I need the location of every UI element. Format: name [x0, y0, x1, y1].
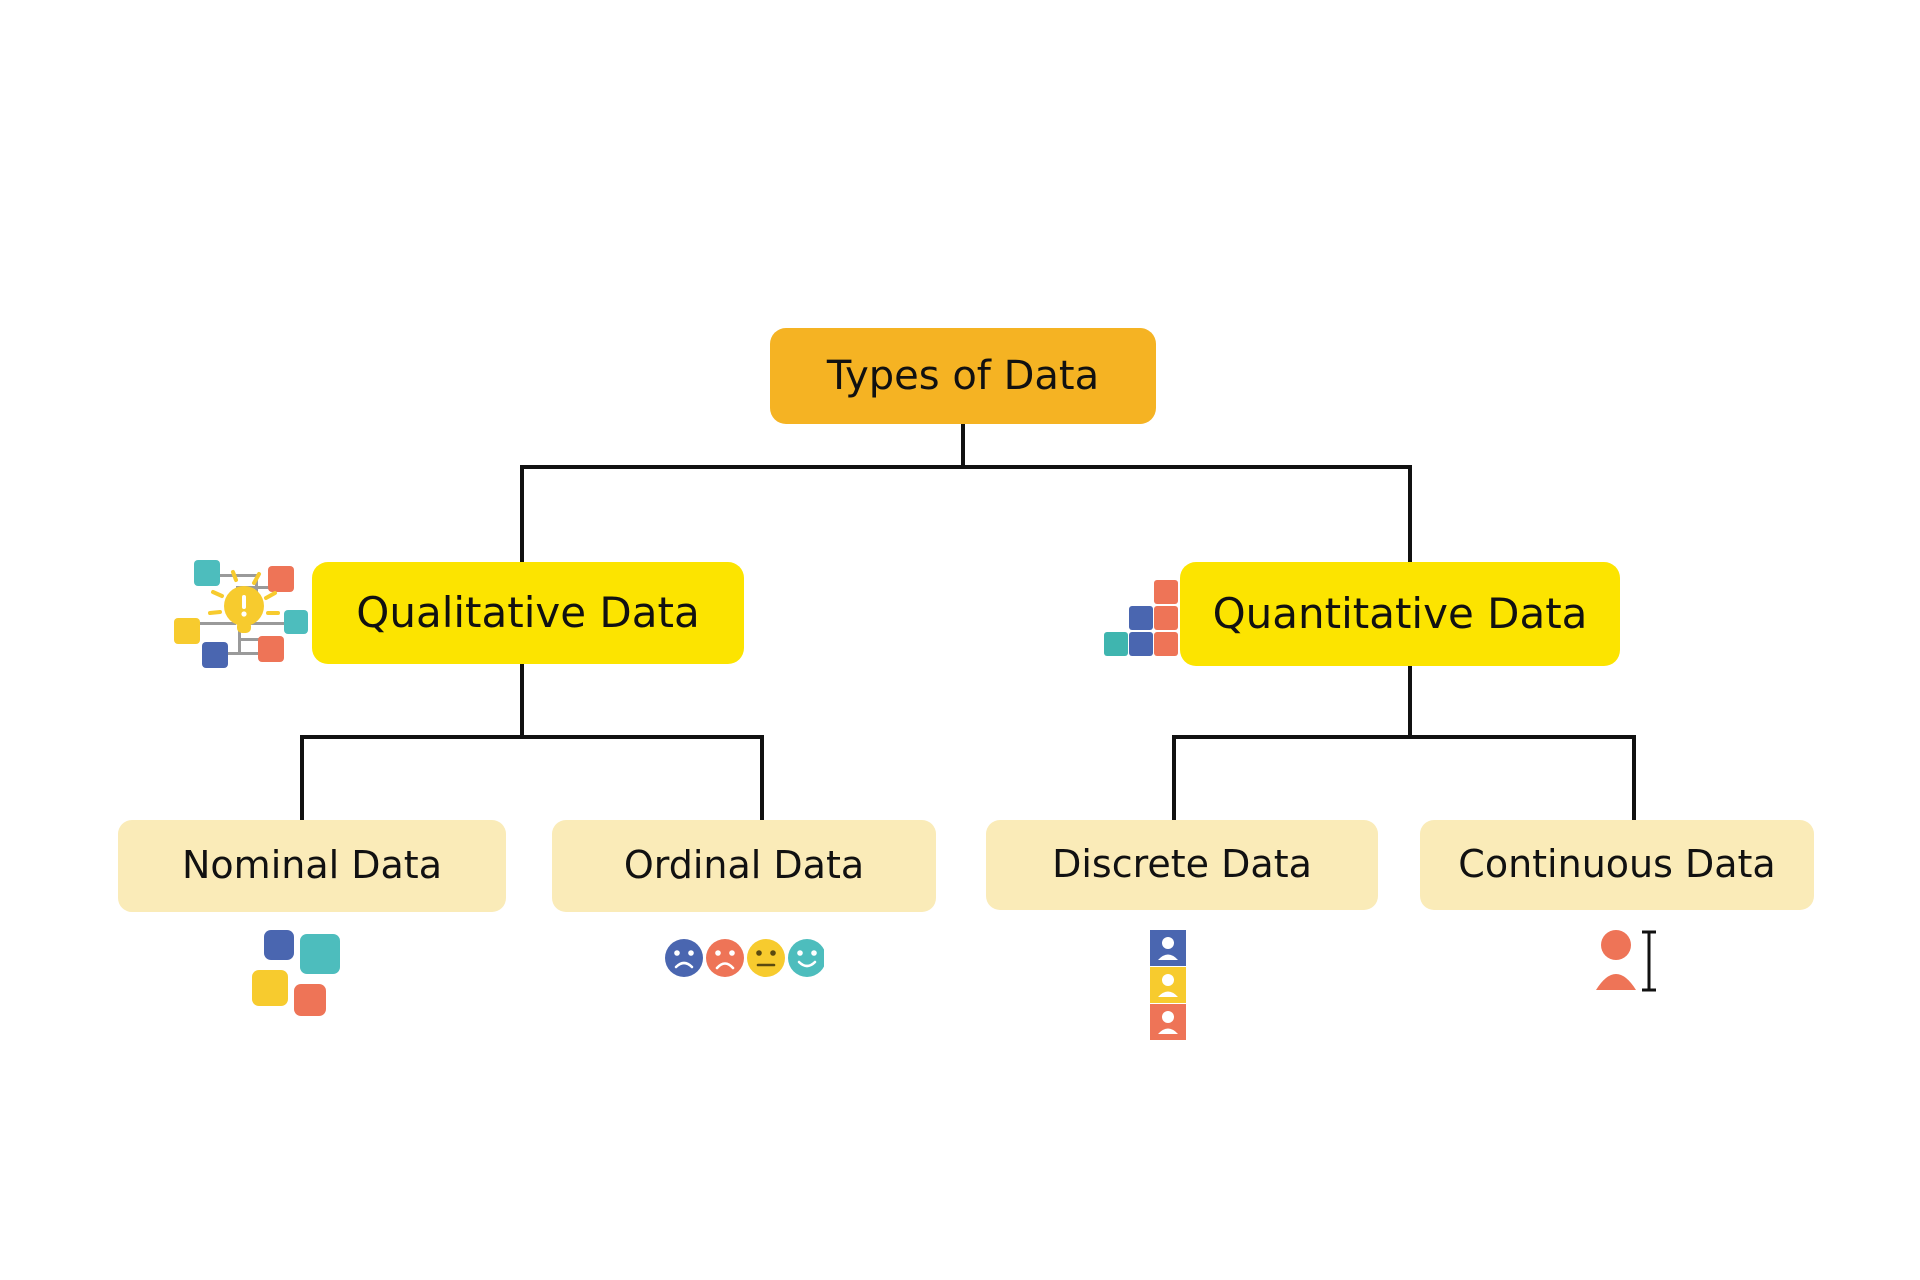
- node-label-quantitative: Quantitative Data: [1212, 588, 1588, 638]
- edge-level1-bus: [520, 465, 1412, 469]
- node-discrete-data[interactable]: Discrete Data: [986, 820, 1378, 910]
- face-yellow-neutral: [747, 939, 785, 977]
- person-height-measure-icon: [1594, 928, 1660, 1006]
- node-qualitative-data[interactable]: Qualitative Data: [312, 562, 744, 664]
- node-label-discrete: Discrete Data: [1052, 842, 1312, 887]
- net-line-7: [242, 622, 292, 625]
- edge-to-qualitative: [520, 465, 524, 565]
- bar-cell-teal-1: [1104, 632, 1128, 656]
- node-quantitative-data[interactable]: Quantitative Data: [1180, 562, 1620, 666]
- node-nominal-data[interactable]: Nominal Data: [118, 820, 506, 912]
- edge-to-continuous: [1632, 735, 1636, 820]
- bar-cell-coral-3: [1154, 580, 1178, 604]
- lightbulb-network-icon: [172, 558, 312, 670]
- face-coral-very-sad: [706, 939, 744, 977]
- net-line-9: [212, 652, 258, 655]
- net-line-3: [236, 586, 284, 589]
- edge-to-nominal: [300, 735, 304, 820]
- edge-quantitative-stem: [1408, 666, 1412, 737]
- node-label-ordinal: Ordinal Data: [623, 843, 865, 888]
- node-label-continuous: Continuous Data: [1458, 842, 1776, 887]
- person-body: [1596, 974, 1636, 990]
- node-ordinal-data[interactable]: Ordinal Data: [552, 820, 936, 912]
- net-square-blue-bottom: [202, 642, 228, 668]
- node-label-qualitative: Qualitative Data: [356, 587, 700, 637]
- node-continuous-data[interactable]: Continuous Data: [1420, 820, 1814, 910]
- person-head: [1601, 930, 1631, 960]
- bar-cell-blue-2: [1129, 606, 1153, 630]
- bar-cell-coral-1: [1154, 632, 1178, 656]
- edge-qualitative-bus: [300, 735, 764, 739]
- stacked-people-icon: [1150, 930, 1190, 1042]
- rating-faces-icon: [664, 936, 826, 982]
- edge-to-ordinal: [760, 735, 764, 820]
- face-blue-sad: [665, 939, 703, 977]
- edge-to-discrete: [1172, 735, 1176, 820]
- node-label-root: Types of Data: [826, 353, 1100, 399]
- face-teal-happy: [788, 939, 826, 977]
- edge-to-quantitative: [1408, 465, 1412, 565]
- net-square-teal-top: [194, 560, 220, 586]
- net-line-10: [238, 638, 264, 641]
- node-types-of-data[interactable]: Types of Data: [770, 328, 1156, 424]
- node-label-nominal: Nominal Data: [182, 843, 442, 888]
- edge-root-stem: [961, 424, 965, 467]
- net-square-teal-right: [284, 610, 308, 634]
- bar-cell-coral-2: [1154, 606, 1178, 630]
- net-line-5: [186, 622, 236, 625]
- colored-squares-icon: [248, 930, 340, 1030]
- edge-quantitative-bus: [1172, 735, 1636, 739]
- net-square-yellow-left: [174, 618, 200, 644]
- net-square-coral-topright: [268, 566, 294, 592]
- net-square-coral-bottomright: [258, 636, 284, 662]
- bar-chart-icon: [1104, 570, 1178, 662]
- nominal-square-blue: [264, 930, 294, 960]
- nominal-square-yellow: [252, 970, 288, 1006]
- nominal-square-teal: [300, 934, 340, 974]
- nominal-square-coral: [294, 984, 326, 1016]
- bar-cell-blue-1: [1129, 632, 1153, 656]
- edge-qualitative-stem: [520, 664, 524, 737]
